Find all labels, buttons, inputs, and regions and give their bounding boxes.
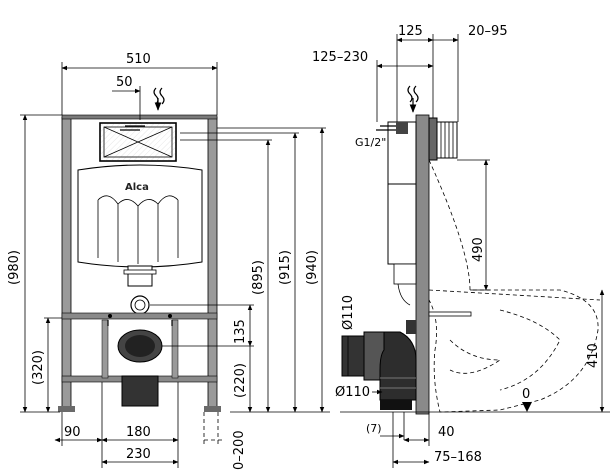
dim-320: (320) — [31, 350, 46, 385]
waste-pipe-top — [341, 335, 365, 377]
dim-220: (220) — [233, 363, 248, 398]
dim-0-200: 0–200 — [232, 430, 247, 470]
dim-490: 490 — [471, 237, 486, 262]
dim-940: (940) — [305, 250, 320, 285]
dim-895: (895) — [251, 260, 266, 295]
dim-20-95: 20–95 — [468, 24, 508, 39]
cistern — [77, 164, 203, 268]
dim-230: 230 — [126, 447, 151, 462]
dim-410: 410 — [586, 343, 601, 368]
zero-marker: 0 — [522, 387, 530, 402]
dim-135: 135 — [233, 319, 248, 344]
dim-90: 90 — [64, 425, 81, 440]
left-post — [61, 116, 72, 412]
dim-75-168: 75–168 — [434, 450, 482, 465]
dim-510: 510 — [126, 52, 151, 67]
dim-dia110-bot: Ø110 — [335, 385, 370, 400]
toilet-bowl — [428, 159, 599, 413]
waste-elbow — [379, 331, 417, 401]
side-view: 125 20–95 125–230 G1/2" 490 410 0 Ø110 Ø… — [312, 24, 610, 468]
dim-915: (915) — [278, 250, 293, 285]
right-post — [207, 116, 218, 412]
brand-logo: Alca — [125, 182, 149, 193]
dim-7: (7) — [366, 422, 382, 435]
flush-plate-side — [436, 121, 458, 159]
dim-50: 50 — [116, 75, 133, 90]
support-bar — [61, 312, 218, 320]
label-g12: G1/2" — [355, 136, 386, 149]
dim-125-230: 125–230 — [312, 50, 368, 65]
wall-frame — [415, 114, 430, 415]
dim-980: (980) — [7, 250, 22, 285]
dim-125: 125 — [398, 24, 423, 39]
dim-40: 40 — [438, 425, 455, 440]
dim-dia110-top: Ø110 — [341, 295, 356, 330]
front-view: Alca 510 50 — [7, 52, 330, 470]
dim-180: 180 — [126, 425, 151, 440]
